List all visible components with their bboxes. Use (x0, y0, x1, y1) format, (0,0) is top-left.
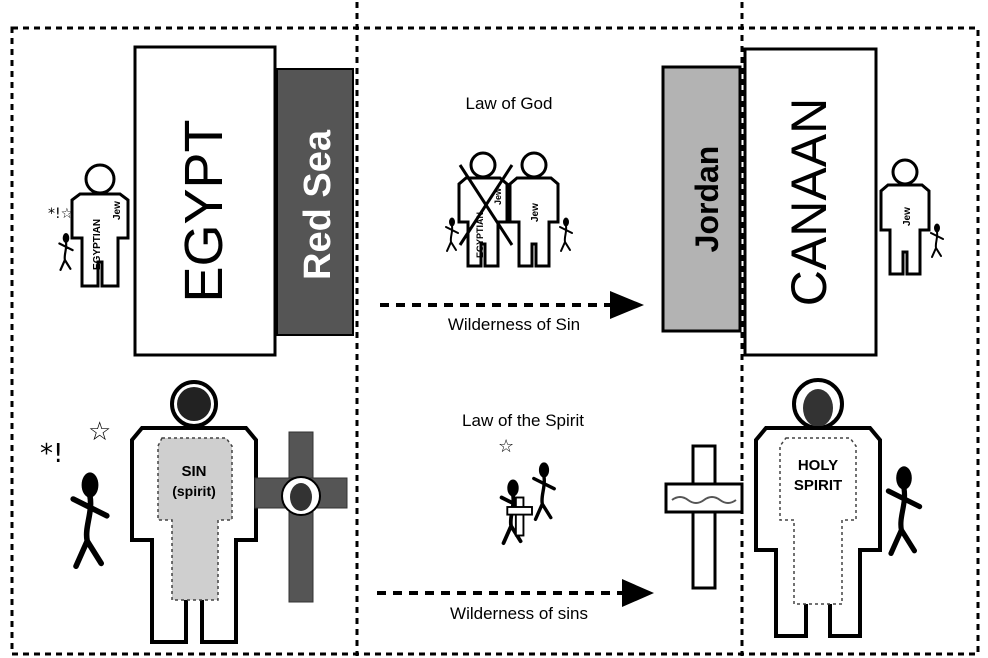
spirit-paren-label: (spirit) (172, 483, 216, 499)
red-sea-box (276, 68, 354, 336)
small-imp-icon (445, 216, 459, 252)
svg-text:Jew: Jew (902, 207, 913, 226)
jordan-box (661, 65, 742, 333)
spirit-label: SPIRIT (794, 477, 842, 494)
outer-frame (10, 26, 980, 656)
jordan-label: Jordan (689, 146, 725, 253)
arrow-head-icon (622, 579, 654, 607)
egyptian-jew-figure: EGYPTIAN Jew (70, 163, 130, 288)
egyptian-label: EGYPTIAN (92, 219, 103, 270)
swear-symbols-icon: *!☆ (48, 206, 73, 222)
jesus-face-icon (803, 389, 833, 427)
egypt-box (133, 45, 277, 357)
star-icon: ☆ (88, 417, 111, 447)
svg-text:Jew: Jew (530, 203, 541, 222)
small-imp-icon (930, 222, 944, 258)
imp-icon (888, 466, 919, 553)
canaan-box (743, 47, 878, 357)
jew-figure-canaan: Jew (879, 158, 931, 276)
cross-with-jesus-icon (254, 431, 348, 603)
jew-figure-law: Jew (508, 151, 560, 268)
wilderness-of-sin-label: Wilderness of Sin (448, 315, 580, 334)
egypt-label: EGYPT (174, 119, 234, 302)
imp-icon (532, 460, 556, 521)
imp-icon (73, 472, 107, 566)
imp-with-cross-icon (499, 477, 533, 545)
canaan-label: CANAAN (781, 98, 837, 306)
arrow-head-icon (610, 291, 644, 319)
holy-spirit-figure: HOLY SPIRIT (754, 378, 882, 638)
sin-figure: SIN (spirit) (130, 380, 258, 644)
svg-text:Jew: Jew (493, 187, 503, 205)
crossed-egyptian-figure: EGYPTIAN Jew (457, 151, 514, 268)
sin-label: SIN (181, 463, 206, 480)
small-imp-icon (559, 216, 573, 252)
inner-body-spirit (779, 437, 857, 605)
red-sea-label: Red Sea (297, 129, 339, 280)
jew-label: Jew (112, 201, 123, 220)
empty-cross-icon (664, 444, 744, 590)
svg-text:EGYPTIAN: EGYPTIAN (475, 212, 485, 258)
devil-face-icon (177, 387, 211, 421)
wilderness-of-sins-label: Wilderness of sins (450, 604, 588, 623)
holy-label: HOLY (798, 457, 838, 474)
swear-symbols-icon: *! (40, 439, 63, 469)
star-icon: ☆ (498, 436, 514, 457)
law-of-god-label: Law of God (466, 94, 553, 113)
inner-body-sin (157, 437, 233, 601)
law-of-the-spirit-label: Law of the Spirit (462, 411, 584, 430)
